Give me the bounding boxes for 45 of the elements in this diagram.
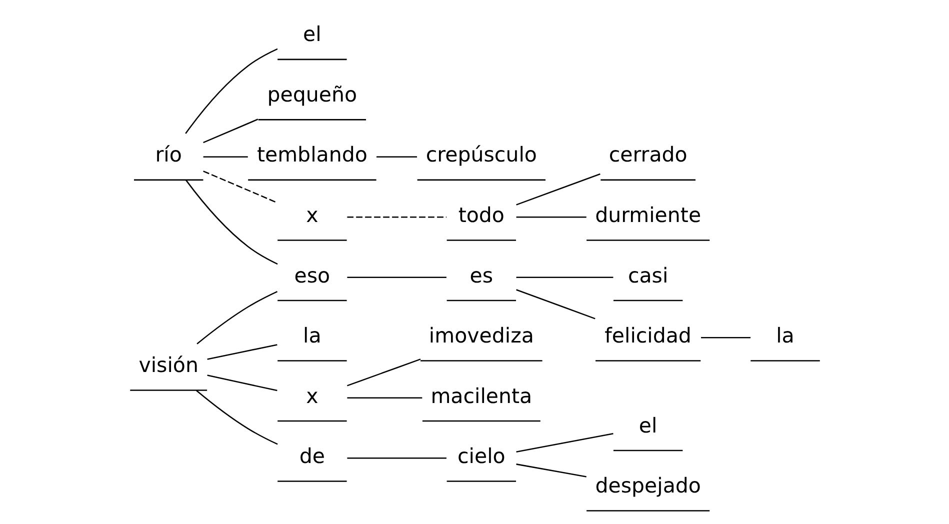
node-text: río <box>154 142 182 167</box>
connector <box>196 290 278 344</box>
node-text: crepúsculo <box>425 142 536 167</box>
connector <box>516 216 586 218</box>
node-text: eso <box>294 263 330 288</box>
connector <box>206 374 277 392</box>
connector <box>202 156 248 158</box>
node-text: casi <box>627 263 668 288</box>
connector <box>516 173 600 206</box>
node-text: la <box>776 324 794 348</box>
node-text: durmiente <box>594 203 701 227</box>
node-text: es <box>469 263 493 288</box>
connector <box>185 180 278 265</box>
connector <box>346 397 422 399</box>
node-text: todo <box>458 203 504 227</box>
node-text: cielo <box>456 444 505 468</box>
connector <box>516 276 613 278</box>
node-text: la <box>302 324 321 348</box>
connector <box>346 276 446 278</box>
connector <box>202 170 277 204</box>
node-text: cerrado <box>608 142 687 167</box>
node-text: el <box>638 413 657 438</box>
node-text: x <box>306 384 318 408</box>
connector <box>195 390 278 445</box>
node-text: x <box>306 203 318 227</box>
connector <box>376 156 417 158</box>
node-text: temblando <box>256 142 367 167</box>
node-text: despejado <box>594 474 700 498</box>
connector <box>700 337 750 338</box>
connector <box>516 433 613 452</box>
node-text: pequeño <box>266 82 357 106</box>
connector <box>346 216 446 218</box>
connector <box>516 289 595 320</box>
connector <box>202 118 258 144</box>
connector <box>346 358 420 386</box>
connector <box>346 458 446 459</box>
node-text: el <box>302 22 321 46</box>
node-text: felicidad <box>604 324 691 348</box>
node-text: imovediza <box>428 324 534 348</box>
connector <box>184 48 278 134</box>
connector <box>516 464 586 478</box>
node-text: de <box>298 444 324 468</box>
node-text: visión <box>138 353 198 377</box>
connector <box>206 344 277 360</box>
node-text: macilenta <box>430 384 532 408</box>
